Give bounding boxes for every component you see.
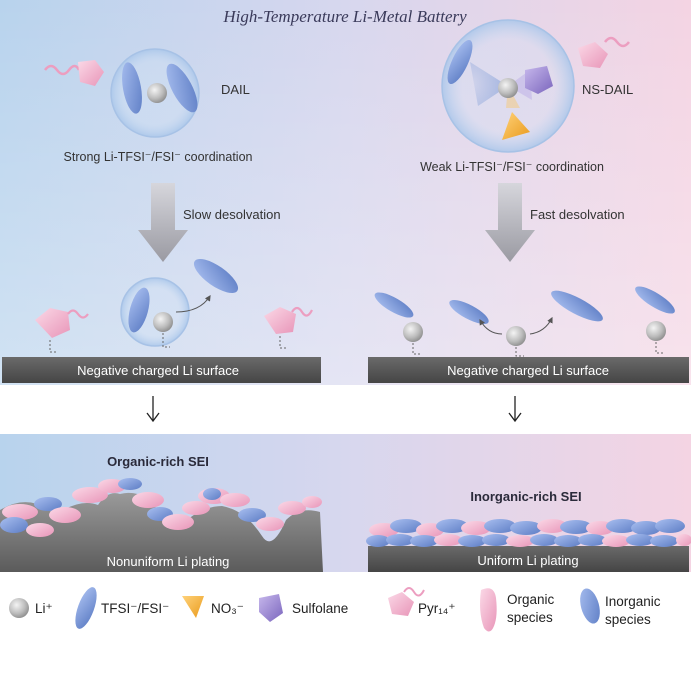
tfsi-anion-icon xyxy=(75,587,97,629)
ns-dail-label: NS-DAIL xyxy=(582,82,633,97)
ns-dail-solvation-shell xyxy=(441,19,575,153)
no3-anion-icon xyxy=(182,596,204,618)
legend-no3-label: NO₃⁻ xyxy=(211,601,244,616)
left-li-surface xyxy=(2,357,321,383)
left-transition-arrow xyxy=(146,396,160,423)
legend-sulfolane-label: Sulfolane xyxy=(292,601,348,616)
right-interface-species xyxy=(374,286,675,357)
weak-coordination-label: Weak Li-TFSI⁻/FSI⁻ coordination xyxy=(420,160,604,174)
legend-organic-label-2: species xyxy=(507,610,553,625)
pyr14-cation-icon xyxy=(388,587,425,616)
legend-pyr-label: Pyr₁₄⁺ xyxy=(418,601,455,616)
slow-desolvation-label: Slow desolvation xyxy=(183,207,281,222)
pyr14-cation-icon xyxy=(578,36,630,68)
inorganic-sei-particles xyxy=(366,519,691,547)
legend-li-label: Li⁺ xyxy=(35,601,53,616)
dail-label: DAIL xyxy=(221,82,250,97)
li-ion-icon xyxy=(9,598,29,618)
nonuniform-li-plating xyxy=(0,492,323,572)
dail-solvation-shell xyxy=(110,48,200,138)
right-li-surface-label: Negative charged Li surface xyxy=(447,363,609,378)
sulfolane-icon xyxy=(259,594,283,622)
pyr14-cation-icon xyxy=(44,60,104,86)
legend: Li⁺ TFSI⁻/FSI⁻ NO₃⁻ Sulfolane Pyr₁₄⁺ Org… xyxy=(9,587,661,632)
fast-desolvation-arrow xyxy=(485,183,535,262)
nonuniform-plating-label: Nonuniform Li plating xyxy=(107,554,230,569)
diagram-title: High-Temperature Li-Metal Battery xyxy=(222,7,467,26)
right-transition-arrow xyxy=(508,396,522,423)
uniform-plating-label: Uniform Li plating xyxy=(477,553,578,568)
left-li-surface-label: Negative charged Li surface xyxy=(77,363,239,378)
right-li-surface xyxy=(368,357,689,383)
fast-desolvation-label: Fast desolvation xyxy=(530,207,625,222)
organic-species-icon xyxy=(480,588,497,632)
organic-sei-label: Organic-rich SEI xyxy=(107,454,209,469)
legend-organic-label-1: Organic xyxy=(507,592,555,607)
uniform-li-plating xyxy=(368,546,689,572)
inorganic-species-icon xyxy=(580,588,600,624)
legend-inorganic-label-1: Inorganic xyxy=(605,594,661,609)
strong-coordination-label: Strong Li-TFSI⁻/FSI⁻ coordination xyxy=(64,150,253,164)
legend-inorganic-label-2: species xyxy=(605,612,651,627)
organic-sei-particles xyxy=(0,478,322,537)
legend-tfsi-label: TFSI⁻/FSI⁻ xyxy=(101,601,169,616)
inorganic-sei-label: Inorganic-rich SEI xyxy=(470,489,581,504)
slow-desolvation-arrow xyxy=(138,183,188,262)
left-interface-species xyxy=(35,258,313,353)
